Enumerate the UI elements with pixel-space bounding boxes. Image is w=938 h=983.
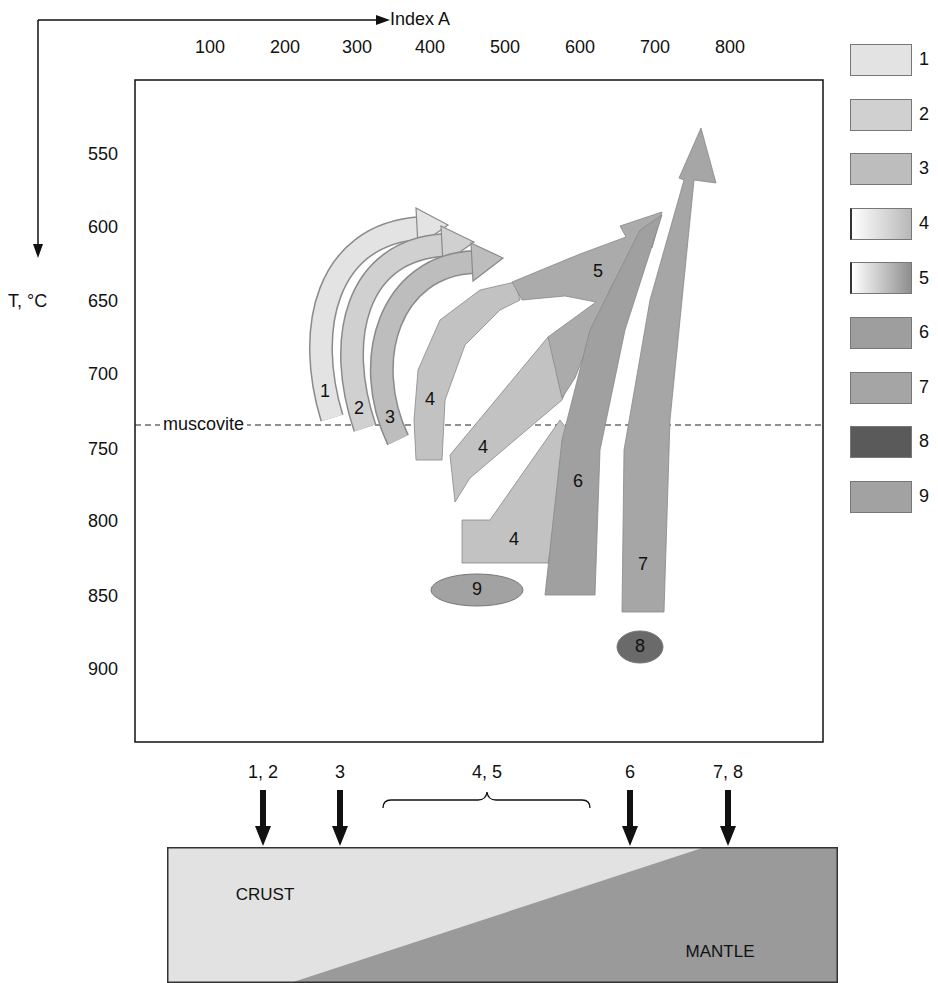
tick-label: 800 bbox=[715, 37, 745, 59]
field-ellipse: 8 bbox=[616, 630, 664, 664]
pointer-head bbox=[720, 826, 736, 846]
tick-label: 300 bbox=[342, 37, 372, 59]
axis-line bbox=[37, 20, 39, 246]
trend-band: 4 bbox=[422, 389, 438, 411]
tick-label: 100 bbox=[195, 37, 225, 59]
legend-label: 3 bbox=[919, 158, 929, 180]
callout-number: 3 bbox=[335, 762, 345, 784]
tick-label: 850 bbox=[88, 586, 118, 608]
callout-number: 2 bbox=[354, 398, 364, 420]
legend-label: 5 bbox=[919, 268, 929, 290]
legend-label: 2 bbox=[919, 104, 929, 126]
arrowhead bbox=[471, 243, 503, 281]
region-label: MANTLE bbox=[686, 942, 755, 962]
pointer-head bbox=[332, 826, 348, 846]
legend-swatch bbox=[850, 372, 912, 404]
tick-label: 200 bbox=[270, 37, 300, 59]
trend-arrow: 2 bbox=[351, 398, 367, 420]
field-ellipse: 9 bbox=[430, 573, 524, 607]
callout-number: 5 bbox=[593, 261, 603, 283]
tick-label: 700 bbox=[88, 364, 118, 386]
trend-band: 5 bbox=[590, 261, 606, 283]
callout-number: 6 bbox=[625, 762, 635, 784]
callout-number: 4 bbox=[425, 389, 435, 411]
boundary-label: muscovite bbox=[160, 414, 247, 436]
axis-title: T, °C bbox=[8, 291, 47, 313]
pointer-shaft bbox=[725, 790, 731, 828]
pointer-shaft bbox=[260, 790, 266, 828]
tick-label: 600 bbox=[88, 217, 118, 239]
callout-number: 4 bbox=[509, 529, 519, 551]
band-shape bbox=[167, 847, 838, 983]
tick-label: 900 bbox=[88, 659, 118, 681]
trend-band bbox=[622, 128, 716, 612]
pointer-head bbox=[622, 826, 638, 846]
legend-label: 7 bbox=[919, 377, 929, 399]
tick-label: 700 bbox=[640, 37, 670, 59]
callout-number: 1 bbox=[320, 381, 330, 403]
legend-swatch bbox=[850, 426, 912, 458]
callout-number: 3 bbox=[385, 407, 395, 429]
band-border bbox=[168, 848, 838, 983]
ellipse-shape bbox=[617, 631, 663, 663]
legend-label: 6 bbox=[919, 322, 929, 344]
tick-label: 400 bbox=[415, 37, 445, 59]
legend-label: 8 bbox=[919, 431, 929, 453]
tick-label: 550 bbox=[88, 144, 118, 166]
callout-number: 8 bbox=[635, 636, 645, 658]
trend-band: 6 bbox=[570, 471, 586, 493]
legend-swatch bbox=[850, 317, 912, 349]
legend-label: 1 bbox=[919, 49, 929, 71]
callout-number: 6 bbox=[573, 471, 583, 493]
tick-label: 650 bbox=[88, 291, 118, 313]
tick-label: 800 bbox=[88, 511, 118, 533]
trend-arrow: 3 bbox=[382, 407, 398, 429]
legend-swatch bbox=[850, 99, 912, 131]
tick-label: 600 bbox=[565, 37, 595, 59]
callout-number: 4 bbox=[478, 437, 488, 459]
axis-arrowhead bbox=[33, 244, 43, 258]
legend-swatch bbox=[850, 262, 912, 294]
crust-mantle-band: CRUST MANTLE bbox=[167, 847, 838, 983]
ellipse-shape bbox=[431, 574, 523, 606]
trend-arrow: 7 bbox=[635, 554, 651, 576]
axis-title: Index A bbox=[390, 9, 450, 31]
plot-frame bbox=[135, 80, 823, 742]
legend-swatch bbox=[850, 481, 912, 513]
pointer-shaft bbox=[627, 790, 633, 828]
callout-number: 7 bbox=[638, 554, 648, 576]
brace bbox=[383, 792, 590, 808]
region-label: CRUST bbox=[236, 885, 295, 905]
tick-label: 500 bbox=[490, 37, 520, 59]
mantle-region bbox=[290, 847, 838, 983]
legend-swatch bbox=[850, 208, 912, 240]
pointer-shaft bbox=[337, 790, 343, 828]
pointer-head bbox=[255, 826, 271, 846]
pointer-arrows bbox=[255, 790, 736, 846]
legend-label: 9 bbox=[919, 486, 929, 508]
axis-line bbox=[38, 19, 378, 21]
tick-label: 750 bbox=[88, 439, 118, 461]
callout-number: 4, 5 bbox=[472, 762, 502, 784]
callout-number: 9 bbox=[472, 579, 482, 601]
axis-arrowhead bbox=[376, 15, 390, 25]
trend-band: 4 bbox=[506, 529, 522, 551]
callout-number: 7, 8 bbox=[713, 762, 743, 784]
legend-swatch bbox=[850, 44, 912, 76]
trend-arrow: 1 bbox=[317, 381, 333, 403]
legend-label: 4 bbox=[919, 213, 929, 235]
trend-band: 4 bbox=[475, 437, 491, 459]
legend-swatch bbox=[850, 153, 912, 185]
callout-number: 1, 2 bbox=[248, 762, 278, 784]
